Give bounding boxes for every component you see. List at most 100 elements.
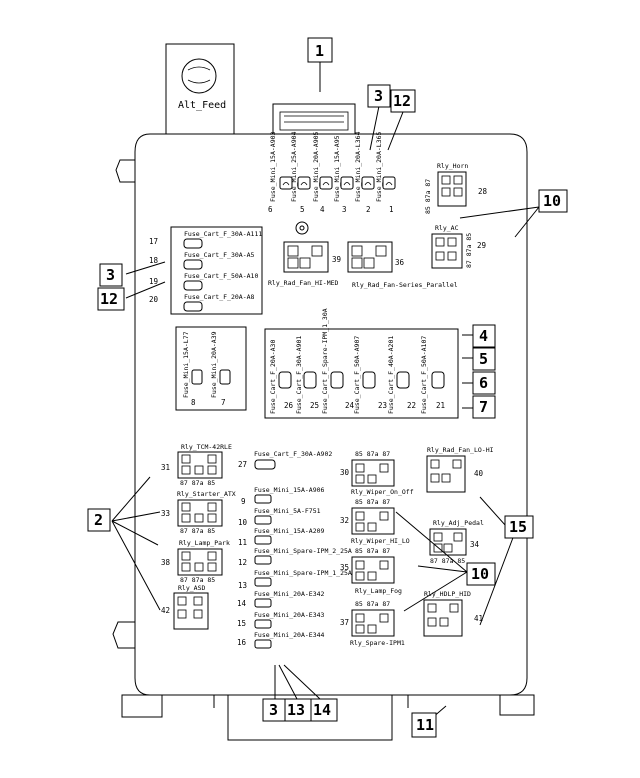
right-cartridge-fuses: Fuse_Cart_F_20A-A30 26 Fuse_Cart_F_30A-A… [264,308,459,419]
callout-3-bottom: 3 [262,698,286,722]
svg-text:Fuse_Mini_Spare-IPM_1_25A: Fuse_Mini_Spare-IPM_1_25A [254,569,352,577]
svg-text:28: 28 [478,187,488,196]
svg-text:85 87a 87: 85 87a 87 [355,450,390,458]
fuse-22: Fuse_Cart_F_40A-A201 22 [387,336,416,414]
callout-2: 2 [87,508,111,532]
svg-text:33: 33 [161,509,170,518]
svg-text:Rly_ASD: Rly_ASD [178,584,205,592]
svg-text:87 87a 85: 87 87a 85 [180,576,215,584]
svg-text:Fuse_Cart_F_20A-A8: Fuse_Cart_F_20A-A8 [184,293,255,301]
callout-10-mid: 10 [466,562,496,586]
svg-text:87 87a 85: 87 87a 85 [465,233,473,268]
svg-text:6: 6 [479,374,488,392]
svg-text:27: 27 [238,460,247,469]
svg-text:13: 13 [238,581,247,590]
svg-text:3: 3 [374,87,383,105]
svg-text:Fuse_Mini_20A-A39: Fuse_Mini_20A-A39 [210,331,218,398]
svg-text:Fuse_Cart_F_30A-A902: Fuse_Cart_F_30A-A902 [254,450,332,458]
svg-text:Fuse_Cart_F_Spare-IPM_1_30A: Fuse_Cart_F_Spare-IPM_1_30A [321,308,329,414]
svg-text:39: 39 [332,255,341,264]
svg-text:Fuse_Cart_F_50A-A107: Fuse_Cart_F_50A-A107 [420,336,428,414]
svg-text:13: 13 [287,701,305,719]
svg-text:35: 35 [340,563,349,572]
svg-text:Rly_Spare-IPM1: Rly_Spare-IPM1 [350,639,405,647]
fuse-15: Fuse_Mini_20A-E343 15 [237,611,325,629]
fuse-11: Fuse_Mini_15A-A209 11 [238,527,325,547]
svg-text:41: 41 [474,614,483,623]
svg-text:14: 14 [237,599,247,608]
svg-text:11: 11 [238,538,247,547]
svg-text:31: 31 [161,463,170,472]
svg-text:3: 3 [269,701,278,719]
svg-text:1: 1 [315,42,324,60]
fuse-20: 20 Fuse_Cart_F_20A-A8 [149,293,255,312]
svg-text:22: 22 [407,401,416,410]
svg-text:Fuse_Cart_F_40A-A201: Fuse_Cart_F_40A-A201 [387,336,395,414]
fuse-18: 18 Fuse_Cart_F_30A-A5 [149,251,255,270]
svg-text:18: 18 [149,256,159,265]
svg-text:36: 36 [395,258,405,267]
svg-text:1: 1 [389,205,394,214]
svg-text:Fuse_Cart_F_30A-A901: Fuse_Cart_F_30A-A901 [295,336,303,414]
callout-12-left: 12 [97,287,125,311]
svg-text:Rly_Rad_Fan-Series_Parallel: Rly_Rad_Fan-Series_Parallel [352,281,458,289]
svg-text:Fuse_Mini_20A-L365: Fuse_Mini_20A-L365 [375,131,383,202]
callout-10-top: 10 [538,189,568,213]
svg-text:40: 40 [474,469,484,478]
svg-text:34: 34 [470,540,480,549]
svg-text:Rly_Starter_ATX: Rly_Starter_ATX [177,490,236,498]
svg-text:15: 15 [237,619,246,628]
relay-horn: Rly_Horn 85 87a 87 28 [424,162,488,214]
svg-text:3: 3 [342,205,347,214]
svg-text:Rly_Rad_Fan_LO-HI: Rly_Rad_Fan_LO-HI [427,446,494,454]
callout-3-top: 3 [367,84,391,108]
svg-text:10: 10 [543,192,561,210]
fuse-21: Fuse_Cart_F_50A-A107 21 [420,336,445,414]
svg-text:Rly_AC: Rly_AC [435,224,459,232]
relay-rad-fan-series: 36 Rly_Rad_Fan-Series_Parallel [347,241,458,289]
fuse-4: Fuse_Mini_20A-A905 4 [312,131,333,214]
svg-text:10: 10 [238,518,248,527]
svg-text:Fuse_Mini_20A-E342: Fuse_Mini_20A-E342 [254,590,325,598]
svg-text:Rly_Rad_Fan_HI-MED: Rly_Rad_Fan_HI-MED [268,279,339,287]
callout-12-top: 12 [390,89,416,113]
fuse-9: Fuse_Mini_15A-A906 9 [241,486,325,506]
svg-text:85 87a 87: 85 87a 87 [424,179,432,214]
svg-text:11: 11 [416,716,434,734]
alt-feed-terminal: Alt_Feed [165,43,235,135]
callout-14: 14 [310,698,338,722]
svg-text:Fuse_Mini_15A-L77: Fuse_Mini_15A-L77 [182,331,190,398]
svg-text:6: 6 [268,205,273,214]
svg-text:Fuse_Mini_15A-A903: Fuse_Mini_15A-A903 [269,131,277,202]
svg-text:Fuse_Cart_F_50A-A10: Fuse_Cart_F_50A-A10 [184,272,258,280]
fuse-5: Fuse_Mini_25A-A904 5 [290,131,311,214]
svg-text:Rly_Wiper_On_Off: Rly_Wiper_On_Off [351,488,414,496]
svg-text:2: 2 [94,511,103,529]
fuse-26: Fuse_Cart_F_20A-A30 26 [269,340,294,414]
relay-rad-fan-hi-med: 39 Rly_Rad_Fan_HI-MED [268,241,341,287]
relay-ac: Rly_AC 87 87a 85 29 [431,224,486,269]
svg-text:Rly_TCM-42RLE: Rly_TCM-42RLE [181,443,232,451]
svg-text:26: 26 [284,401,294,410]
relay-spare: 85 87a 87 37 Rly_Spare-IPM1 [340,600,405,647]
svg-text:Fuse_Mini_20A-L364: Fuse_Mini_20A-L364 [354,131,362,202]
fuse-13: Fuse_Mini_Spare-IPM_1_25A 13 [238,569,352,590]
svg-text:15: 15 [509,518,527,536]
svg-text:Rly_Lamp_Park: Rly_Lamp_Park [179,539,230,547]
relay-wiper-hi-lo: 85 87a 87 32 Rly_Wiper_HI_LO [340,498,410,545]
svg-text:30: 30 [340,468,350,477]
relay-adj-pedal: Rly_Adj_Pedal 87 87a 85 34 [429,519,484,565]
left-cartridge-fuses: 17 Fuse_Cart_F_30A-A111 18 Fuse_Cart_F_3… [149,226,263,315]
svg-text:Fuse_Cart_F_30A-A5: Fuse_Cart_F_30A-A5 [184,251,255,259]
fuse-17: 17 Fuse_Cart_F_30A-A111 [149,230,262,249]
relay-asd: Rly_ASD 42 [161,584,209,630]
svg-text:5: 5 [300,205,305,214]
svg-text:Fuse_Mini_25A-A904: Fuse_Mini_25A-A904 [290,131,298,202]
mid-mini-fuses: Fuse_Mini_15A-L77 8 Fuse_Mini_20A-A39 7 [175,326,247,411]
fuse-12: Fuse_Mini_Spare-IPM_2_25A 12 [238,547,352,567]
callout-11: 11 [411,712,437,738]
svg-text:9: 9 [241,497,246,506]
svg-text:Fuse_Mini_Spare-IPM_2_25A: Fuse_Mini_Spare-IPM_2_25A [254,547,352,555]
fuse-25: Fuse_Cart_F_30A-A901 25 [295,336,319,414]
